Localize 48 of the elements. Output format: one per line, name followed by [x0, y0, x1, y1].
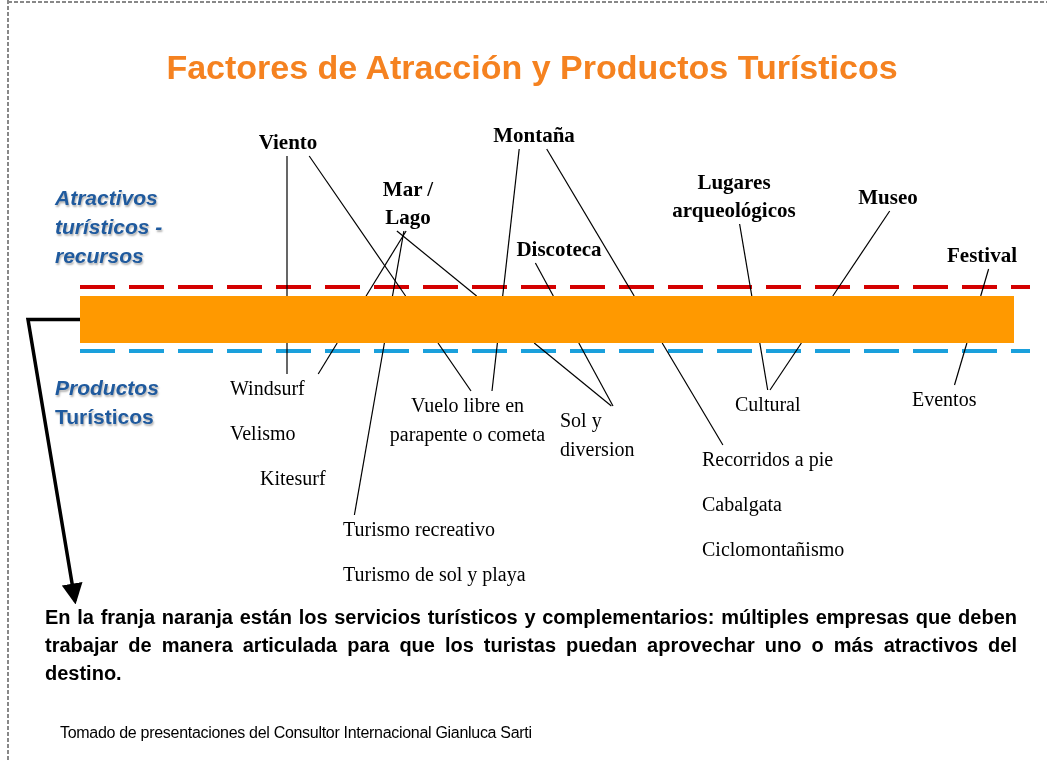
connector-line — [396, 230, 478, 297]
connector-line — [286, 155, 288, 297]
product-label: Vuelo libre en parapente o cometa — [385, 391, 550, 449]
connector-line — [739, 223, 753, 297]
services-band — [80, 296, 1014, 343]
product-label: Ciclomontañismo — [702, 537, 846, 562]
products-heading: Productos Turísticos — [55, 375, 160, 430]
connector-line — [437, 342, 472, 392]
product-label: Cultural — [735, 390, 825, 419]
source-note: Tomado de presentaciones del Consultor Internacional Gianluca Sarti — [60, 724, 533, 742]
connector-line — [546, 148, 635, 297]
product-label: Recorridos a pie — [702, 445, 882, 474]
title: Factores de Atracción y Productos Turísticos — [165, 48, 899, 87]
resource-label: Montaña — [478, 121, 590, 149]
connector-line — [953, 342, 968, 386]
product-label: Sol y diversion — [560, 406, 660, 464]
product-label: Eventos — [912, 385, 1002, 414]
connector-line — [286, 342, 288, 375]
connector-line — [308, 155, 407, 297]
connector-line — [391, 230, 405, 297]
connector-line — [353, 342, 385, 516]
connector-line — [980, 268, 990, 297]
arrow — [25, 317, 83, 605]
resource-label: Discoteca — [498, 235, 620, 263]
connector-line — [832, 210, 891, 297]
resources-heading: Atractivos turísticos - recursos — [55, 185, 164, 269]
connector-line — [502, 148, 520, 297]
connector-line — [365, 230, 407, 297]
resource-label: Mar / Lago — [363, 175, 453, 231]
product-label: Turismo de sol y playa — [343, 562, 527, 588]
connector-line — [533, 342, 612, 407]
connector-line — [491, 342, 498, 392]
resource-label: Festival — [930, 241, 1034, 269]
connector-line — [769, 342, 802, 391]
connector-line — [759, 342, 769, 391]
product-label: Kitesurf — [260, 466, 327, 491]
explanation-paragraph: En la franja naranja están los servicios turísticos y complementarios: múltiples empresas que deben trabajar de manera articulada para que los turistas puedan aprovechar uno o más atractivos del destino. — [45, 603, 1017, 687]
connector-line — [317, 342, 338, 375]
product-label: Cabalgata — [702, 492, 783, 518]
connector-line — [578, 342, 614, 407]
connector-line — [534, 262, 554, 297]
product-label: Windsurf — [230, 374, 330, 403]
product-label: Velismo — [230, 421, 297, 446]
resource-label: Museo — [843, 183, 933, 211]
resource-label: Viento — [248, 128, 328, 156]
product-label: Turismo recreativo — [343, 515, 518, 544]
connector-line — [661, 342, 724, 446]
resource-label: Lugares arqueológicos — [644, 168, 824, 224]
